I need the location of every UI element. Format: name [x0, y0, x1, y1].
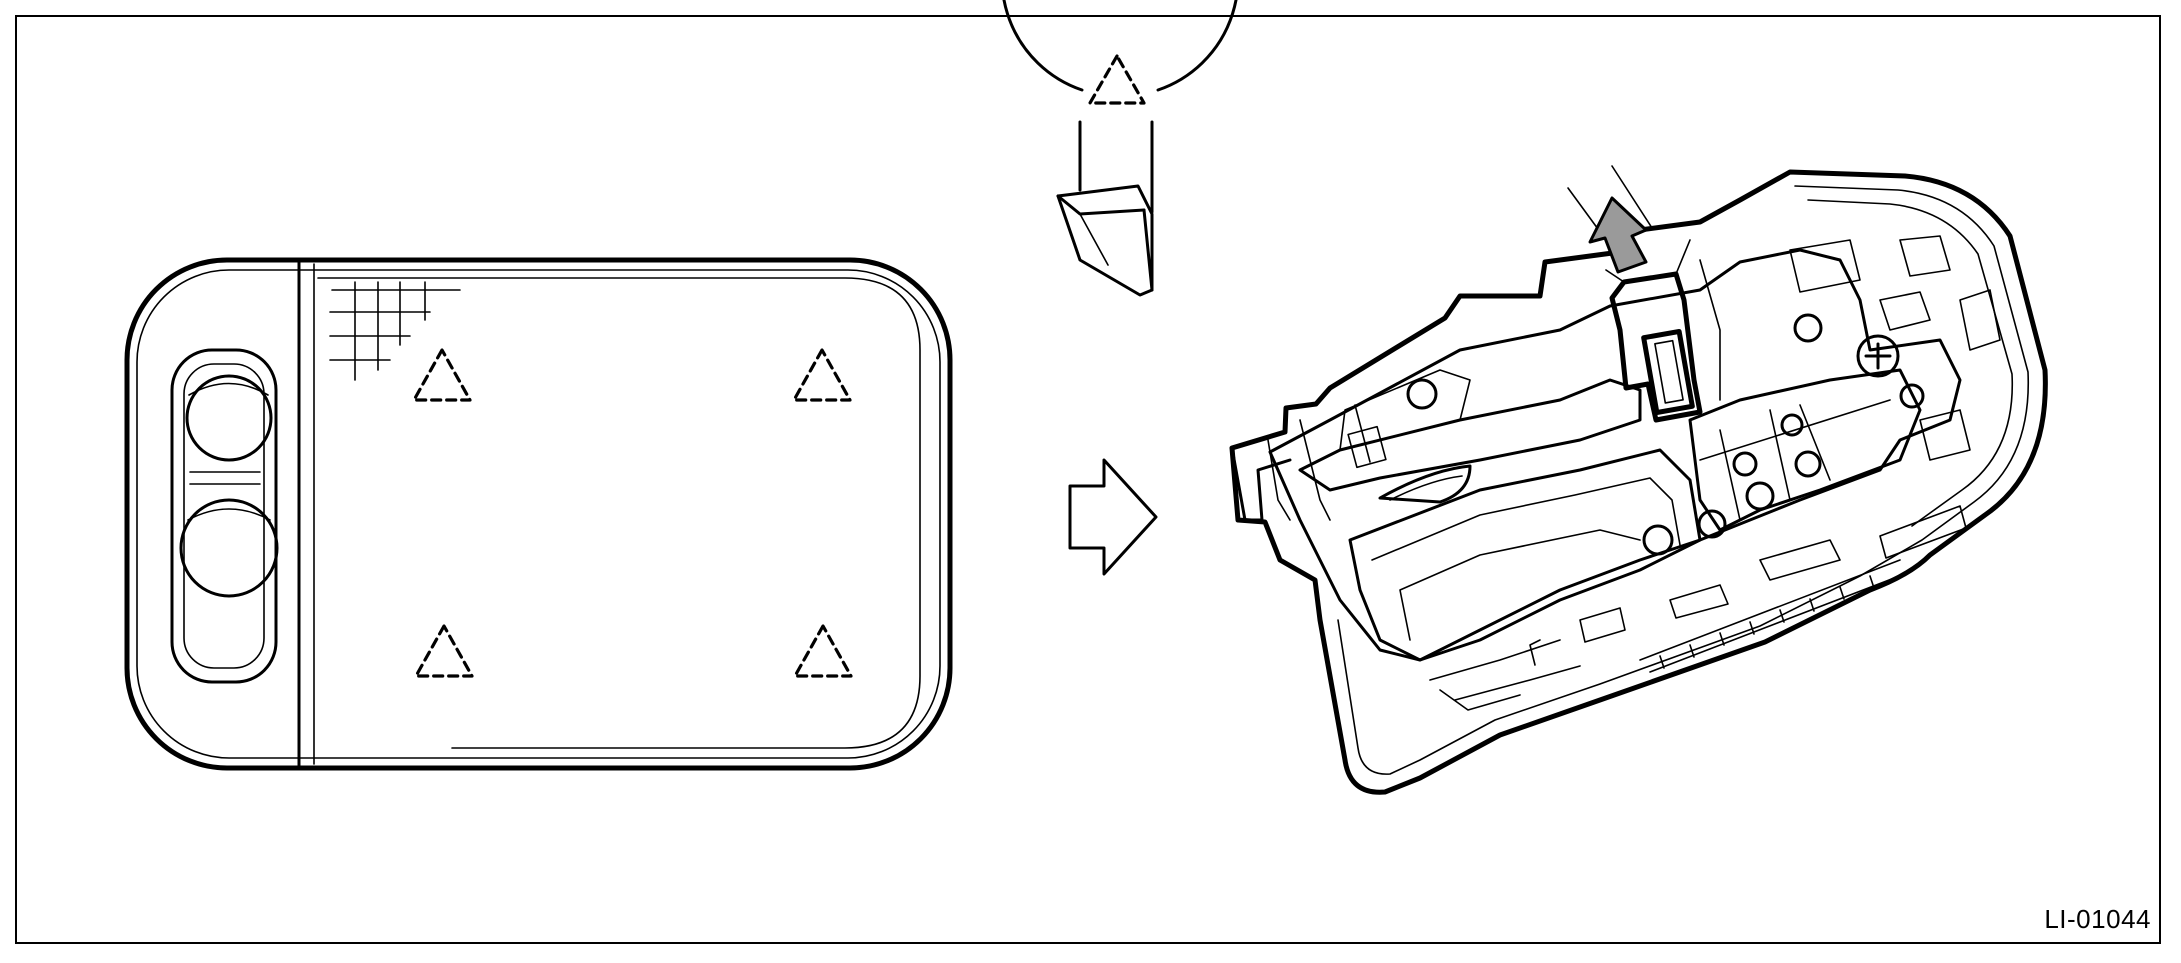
map-light-lens — [124, 257, 953, 771]
switch-bezel — [170, 348, 279, 684]
clip-detail-view — [1002, 0, 1238, 297]
clip-marker-icon — [414, 624, 474, 678]
pull-arrow-icon — [1567, 165, 1653, 274]
clip-marker-icon — [793, 624, 853, 678]
clip-marker-icon — [412, 348, 472, 402]
clip-marker-icon — [792, 348, 852, 402]
direction-arrow-icon — [1068, 458, 1158, 576]
housing-ribs — [1659, 575, 1875, 669]
screw-icon — [1856, 334, 1900, 378]
figure-frame — [15, 15, 2161, 944]
clip-marker-icon — [1088, 54, 1146, 105]
release-clip — [1605, 239, 1721, 423]
lens-grid-texture — [329, 281, 461, 381]
figure-code-label: LI-01044 — [2044, 904, 2151, 934]
map-light-housing — [1229, 169, 2048, 795]
